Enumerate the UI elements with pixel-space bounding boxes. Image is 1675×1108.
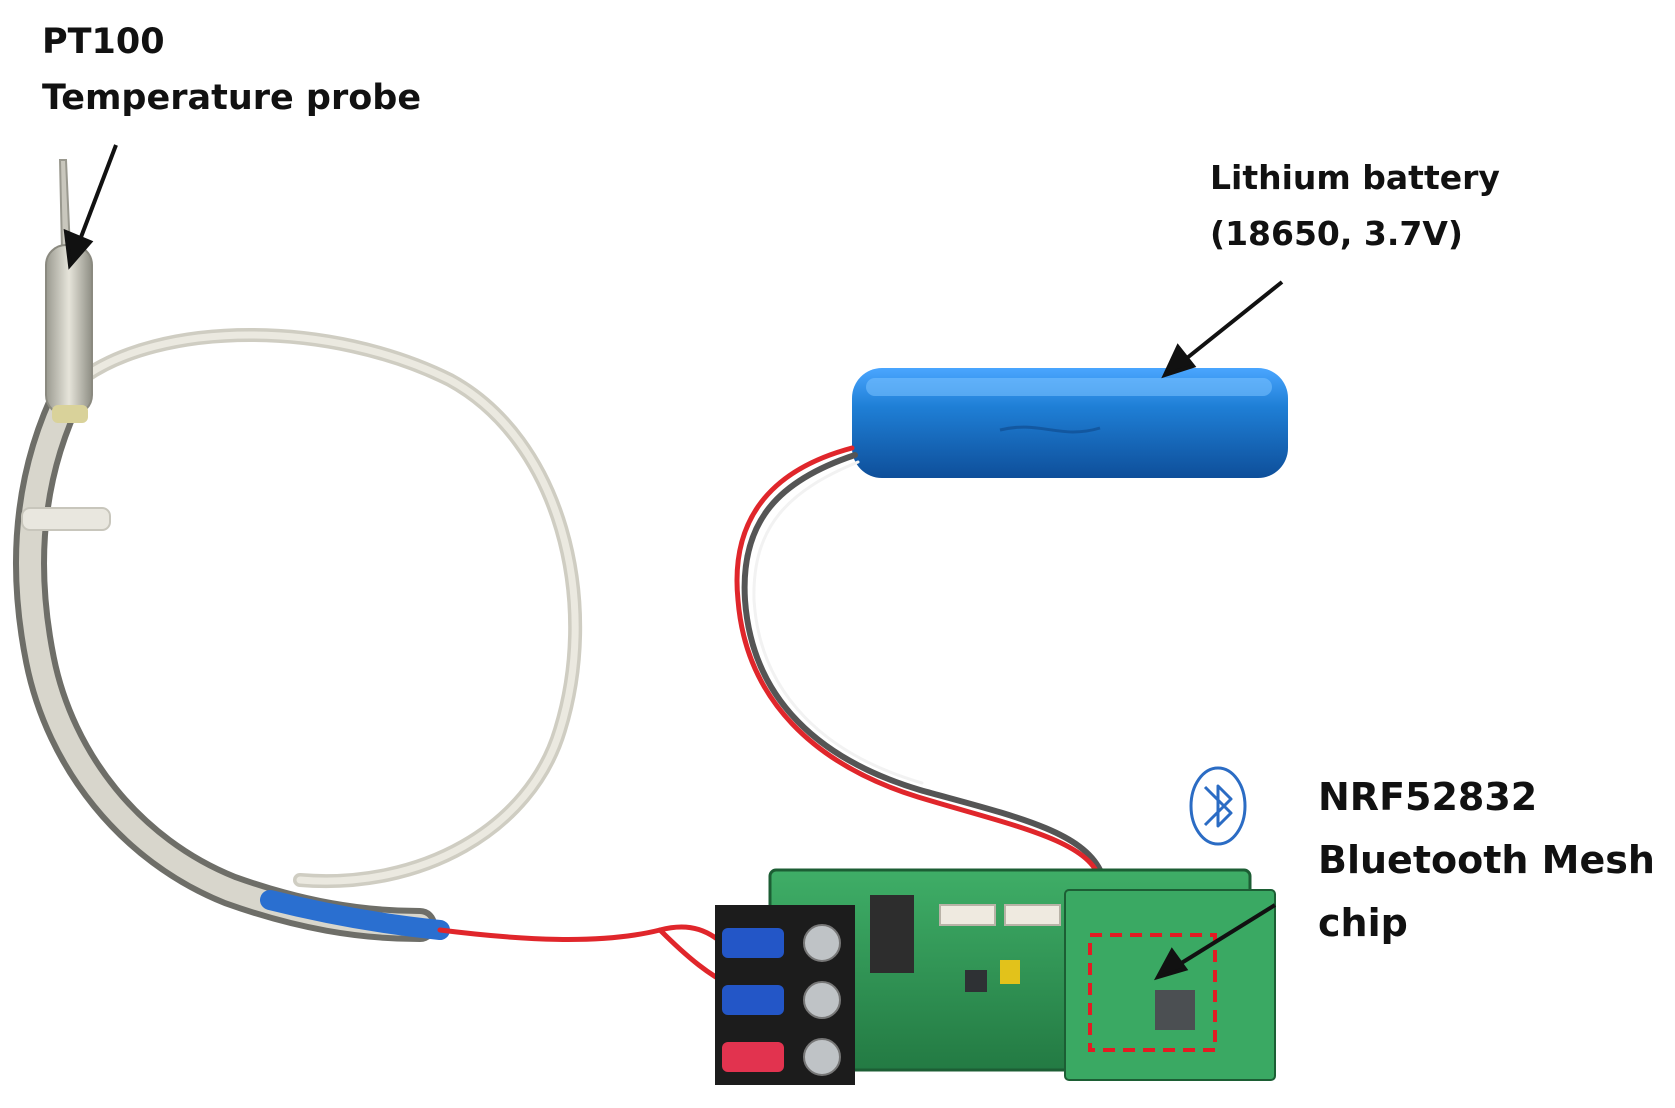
lithium-battery [852, 368, 1288, 478]
probe-label-line2: Temperature probe [42, 78, 422, 118]
chip-label-line3: chip [1318, 901, 1408, 945]
cable-tie [21, 507, 111, 531]
probe-label: PT100 Temperature probe [42, 14, 421, 126]
probe-lead [260, 890, 733, 988]
annotation-arrows [63, 144, 1284, 981]
pcb-board [768, 868, 1276, 1081]
chip-label: NRF52832 Bluetooth Mesh chip [1318, 766, 1655, 955]
battery-label: Lithium battery (18650, 3.7V) [1210, 150, 1500, 262]
probe-label-line1: PT100 [42, 22, 165, 62]
temperature-probe [45, 159, 93, 423]
chip-label-line2: Bluetooth Mesh [1318, 838, 1655, 882]
battery-label-line2: (18650, 3.7V) [1210, 214, 1463, 253]
probe-cable [13, 328, 583, 942]
bluetooth-icon [1189, 766, 1247, 846]
battery-wires [734, 445, 1106, 921]
battery-label-line1: Lithium battery [1210, 158, 1500, 197]
chip-highlight-box [1088, 933, 1217, 1052]
chip-label-line1: NRF52832 [1318, 775, 1538, 819]
terminal-block [715, 905, 855, 1085]
